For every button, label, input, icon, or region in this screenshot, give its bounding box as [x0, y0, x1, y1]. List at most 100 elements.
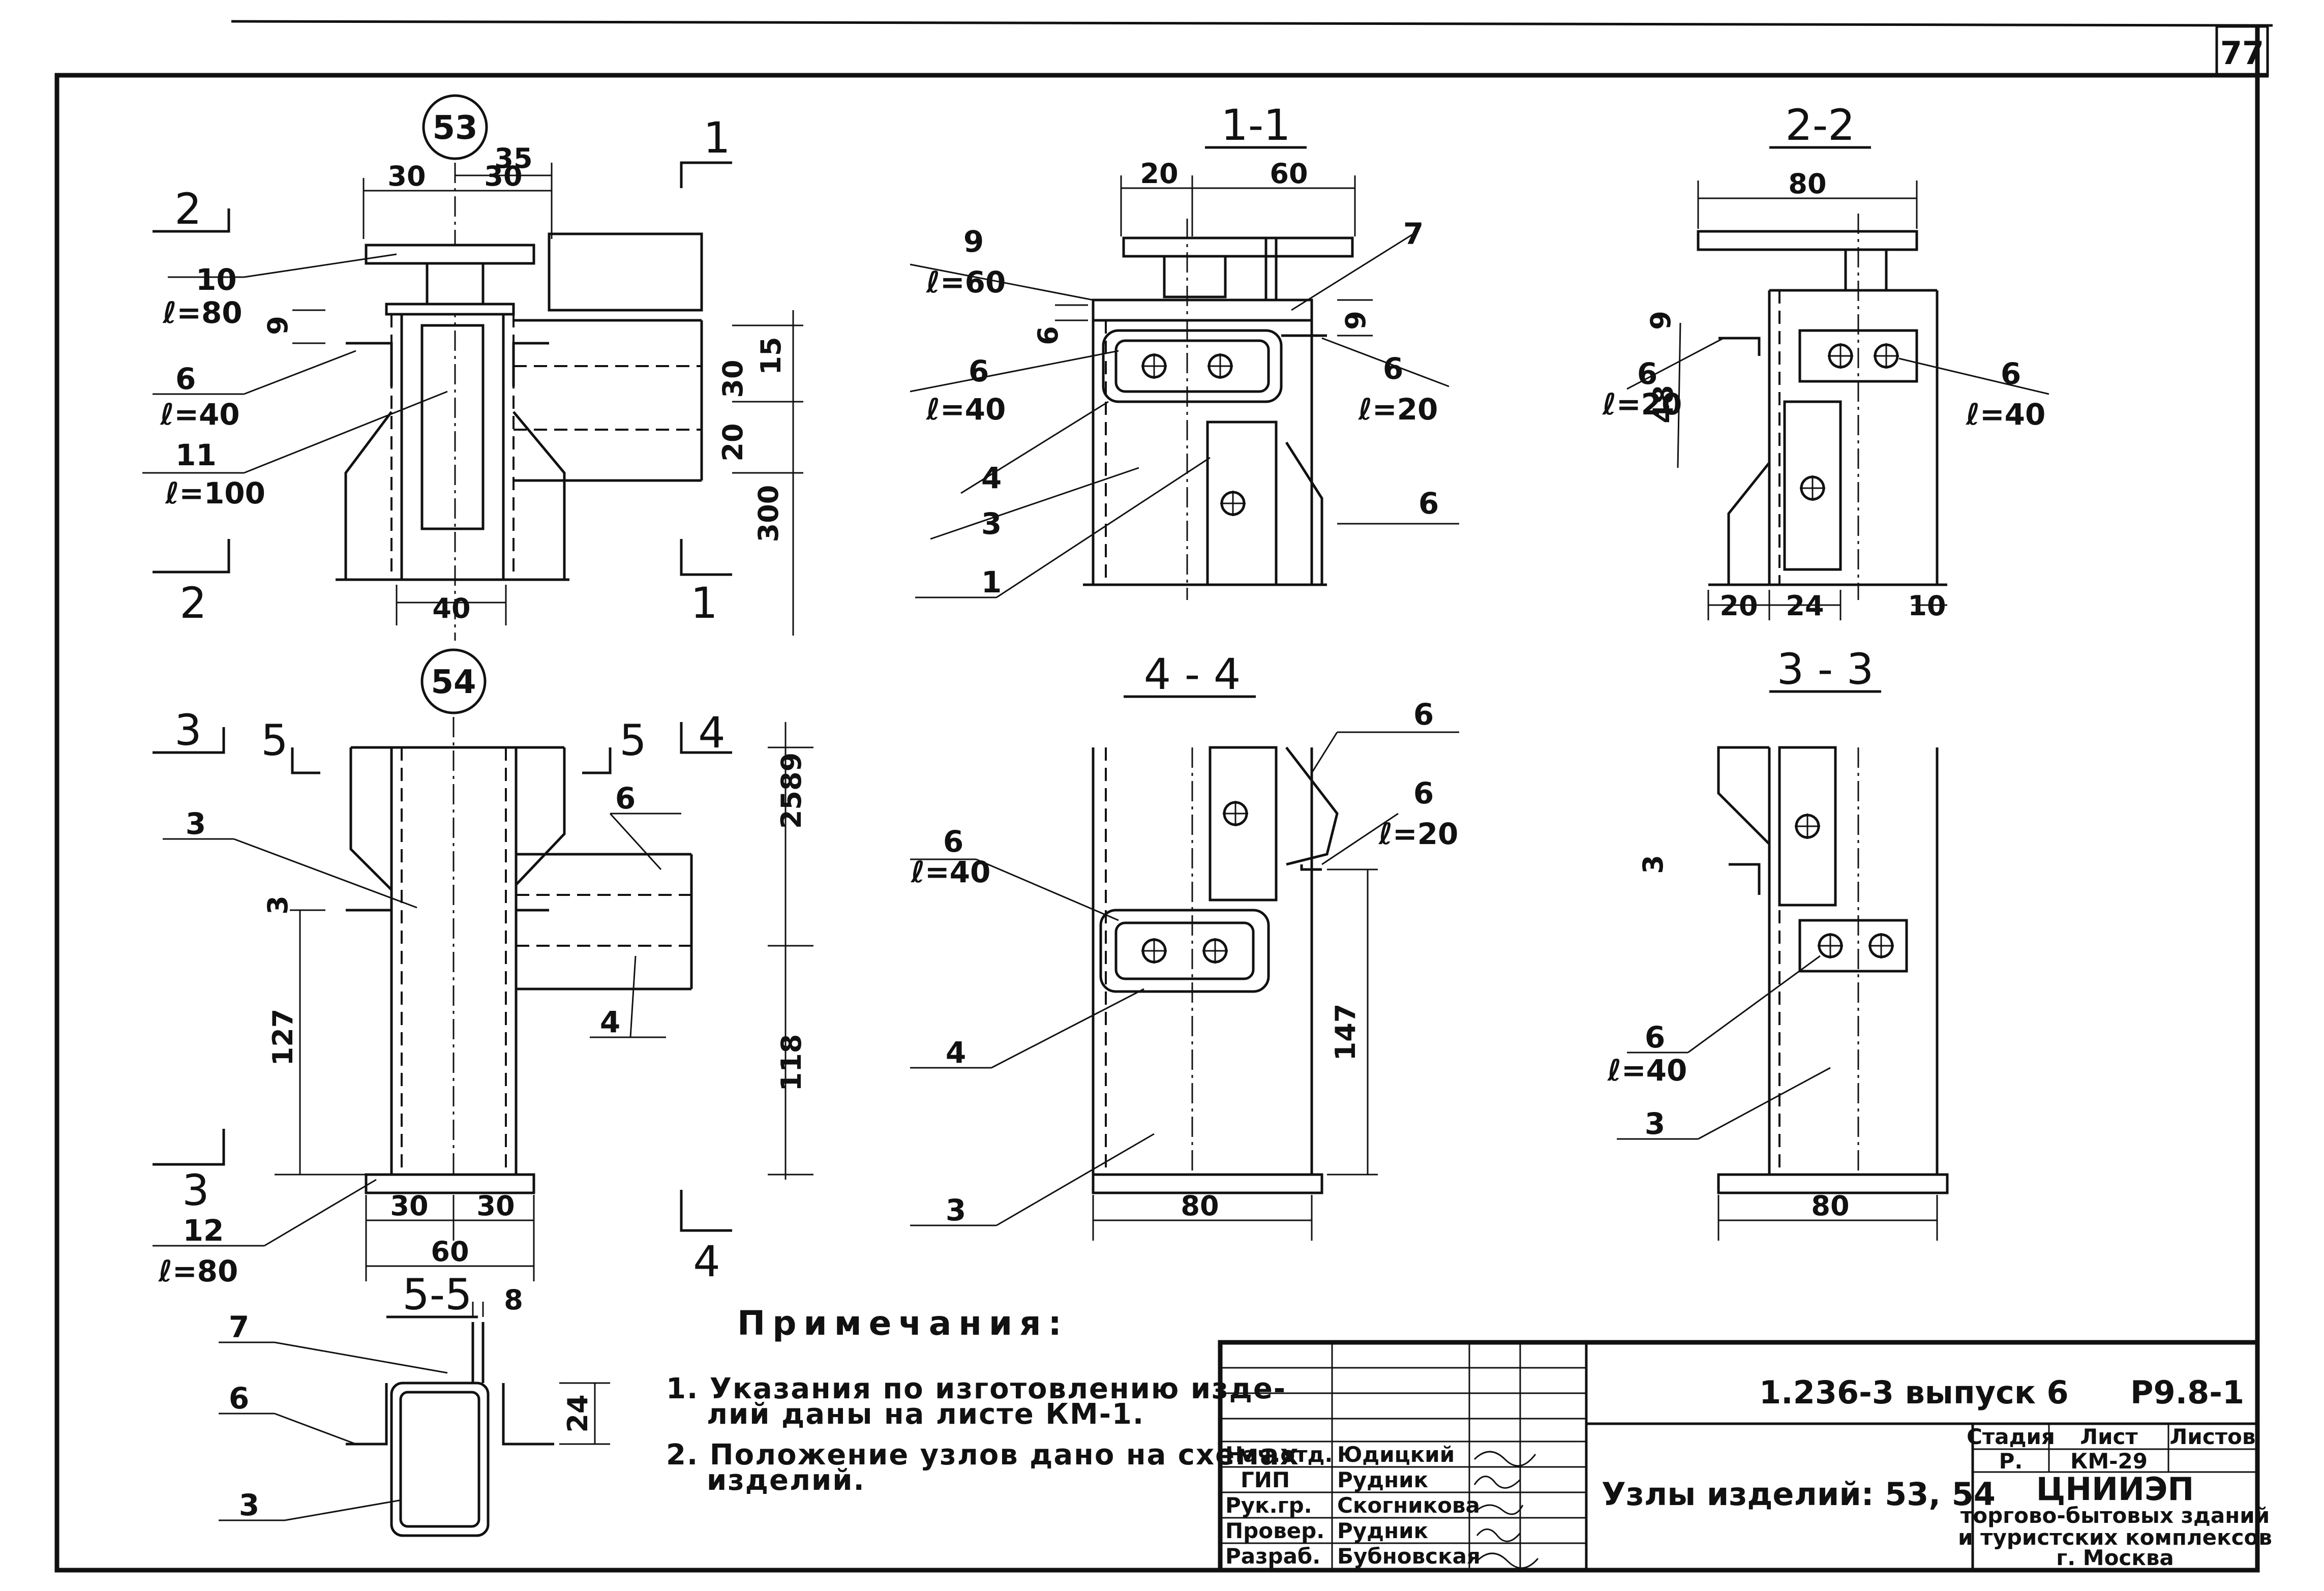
dim-54-2589: 2589 — [775, 753, 807, 829]
tb-role-1: ГИП — [1241, 1467, 1290, 1492]
callout-54-6: 6 — [615, 781, 636, 816]
dim-54-30a: 30 — [390, 1190, 428, 1222]
callout-22-l40: ℓ=40 — [1966, 397, 2046, 432]
section-1-1-title: 1-1 — [1221, 100, 1290, 150]
callout-53-l40: ℓ=40 — [160, 397, 240, 432]
dim-53-20: 20 — [717, 423, 749, 461]
dim-55-24: 24 — [562, 1394, 594, 1432]
tb-sheet: КМ-29 — [2070, 1449, 2148, 1474]
dim-44-147: 147 — [1330, 1004, 1362, 1061]
dim-22-48: 48 — [1647, 385, 1679, 423]
callout-54-3: 3 — [186, 806, 206, 841]
callout-53-11: 11 — [175, 438, 217, 472]
tb-org-line-2: и туристских комплексов — [1958, 1525, 2272, 1550]
callout-44-6r2: 6 — [1413, 776, 1434, 810]
tb-code: 1.236-3 выпуск 6 — [1759, 1374, 2069, 1411]
tb-city: г. Москва — [2056, 1545, 2174, 1570]
cut-3-bottom: 3 — [182, 1165, 209, 1215]
dim-54-60: 60 — [431, 1236, 469, 1268]
dim-54-127: 127 — [267, 1009, 299, 1066]
tb-name-2: Скогникова — [1337, 1493, 1480, 1518]
node-54-view: 54 2589 118 127 3 30 30 60 — [153, 648, 813, 1288]
page-number: 77 — [2220, 35, 2264, 72]
dim-11-20: 20 — [1140, 158, 1178, 190]
node-53-view: 53 30 30 35 — [142, 94, 803, 641]
callout-22-6r: 6 — [2001, 356, 2021, 391]
callout-44-l40: ℓ=40 — [911, 855, 991, 889]
section-4-4: 4 - 4 80 147 6 ℓ=40 4 — [910, 649, 1459, 1241]
dim-53-9: 9 — [262, 316, 294, 335]
callout-44-6r: 6 — [1413, 697, 1434, 732]
tb-role-4: Разраб. — [1225, 1544, 1320, 1569]
callout-11-7: 7 — [1403, 217, 1424, 251]
node-54-label: 54 — [431, 664, 476, 701]
callout-55-3: 3 — [239, 1488, 259, 1522]
section-3-3-title: 3 - 3 — [1777, 644, 1874, 694]
tb-role-0: Нач.отд. — [1225, 1442, 1333, 1467]
callout-44-6: 6 — [943, 824, 963, 859]
callout-11-l40: ℓ=40 — [926, 392, 1006, 427]
dim-33-80: 80 — [1811, 1190, 1849, 1222]
dim-53-40: 40 — [432, 592, 470, 624]
cut-1-bottom: 1 — [690, 578, 717, 628]
tb-name-4: Бубновская — [1337, 1544, 1481, 1569]
callout-44-l20: ℓ=20 — [1378, 817, 1459, 851]
callout-44-4: 4 — [946, 1035, 966, 1070]
callout-11-l60: ℓ=60 — [926, 265, 1006, 299]
tb-role-3: Провер. — [1225, 1518, 1324, 1543]
callout-54-l80: ℓ=80 — [158, 1254, 238, 1288]
note-1-line-2: лий даны на листе КМ-1. — [707, 1398, 1144, 1431]
callout-33-6: 6 — [1645, 1020, 1665, 1055]
dim-22-10: 10 — [1908, 590, 1946, 622]
dim-22-24: 24 — [1786, 590, 1824, 622]
dim-54-3: 3 — [262, 895, 294, 915]
section-4-4-title: 4 - 4 — [1144, 649, 1241, 699]
dim-11-9: 9 — [1340, 311, 1372, 330]
cut-5-right: 5 — [619, 715, 646, 765]
dim-22-9: 9 — [1645, 311, 1677, 330]
dim-53-300: 300 — [752, 485, 784, 543]
callout-22-6l: 6 — [1637, 356, 1657, 391]
tb-title: Узлы изделий: 53, 54 — [1602, 1476, 1996, 1513]
signature-scribbles — [1473, 1451, 1539, 1569]
callout-54-4: 4 — [600, 1005, 620, 1039]
callout-53-6: 6 — [175, 362, 196, 396]
cut-5-left: 5 — [261, 715, 288, 765]
node-53-label: 53 — [432, 109, 477, 147]
tb-stage: Р. — [1999, 1449, 2023, 1474]
tb-org-line-1: торгово-бытовых зданий — [1960, 1503, 2270, 1528]
callout-53-l80: ℓ=80 — [162, 295, 243, 330]
callout-53-l100: ℓ=100 — [165, 476, 265, 511]
dim-22-20: 20 — [1719, 590, 1758, 622]
callout-11-3: 3 — [981, 506, 1002, 541]
callout-11-6b: 6 — [1418, 486, 1439, 521]
callout-54-12: 12 — [183, 1213, 224, 1248]
callout-33-l40: ℓ=40 — [1607, 1053, 1687, 1088]
callout-11-1: 1 — [981, 565, 1002, 599]
dim-54-118: 118 — [775, 1034, 807, 1092]
dim-22-80: 80 — [1788, 168, 1826, 200]
cut-4-top: 4 — [698, 708, 725, 758]
callout-55-7: 7 — [229, 1310, 249, 1344]
dim-33-3: 3 — [1637, 855, 1669, 874]
note-2-line-2: изделий. — [707, 1464, 865, 1497]
callout-11-4: 4 — [981, 461, 1002, 495]
cut-1-top: 1 — [703, 113, 730, 163]
callout-53-10: 10 — [196, 262, 237, 297]
dim-55-8: 8 — [504, 1284, 523, 1316]
tb-org: ЦНИИЭП — [2036, 1470, 2194, 1508]
dim-11-6: 6 — [1032, 326, 1064, 345]
cut-4-bottom: 4 — [693, 1237, 720, 1286]
callout-22-l20: ℓ=20 — [1602, 387, 1682, 422]
callout-33-3: 3 — [1645, 1106, 1665, 1141]
tb-name-3: Рудник — [1337, 1518, 1428, 1543]
note-2-line-1: 2. Положение узлов дано на схемах — [666, 1438, 1300, 1472]
title-block: Нач.отд. ГИП Рук.гр. Провер. Разраб. Юди… — [1218, 1340, 2272, 1573]
dim-53-35: 35 — [494, 142, 532, 174]
section-3-3: 3 - 3 80 3 6 ℓ=40 3 — [1607, 644, 1949, 1241]
dim-44-80: 80 — [1181, 1190, 1219, 1222]
notes-block: Примечания: 1. Указания по изготовлению … — [666, 1304, 1300, 1497]
callout-55-6: 6 — [229, 1381, 249, 1416]
tb-hdr-sheets: Листов — [2170, 1424, 2256, 1449]
